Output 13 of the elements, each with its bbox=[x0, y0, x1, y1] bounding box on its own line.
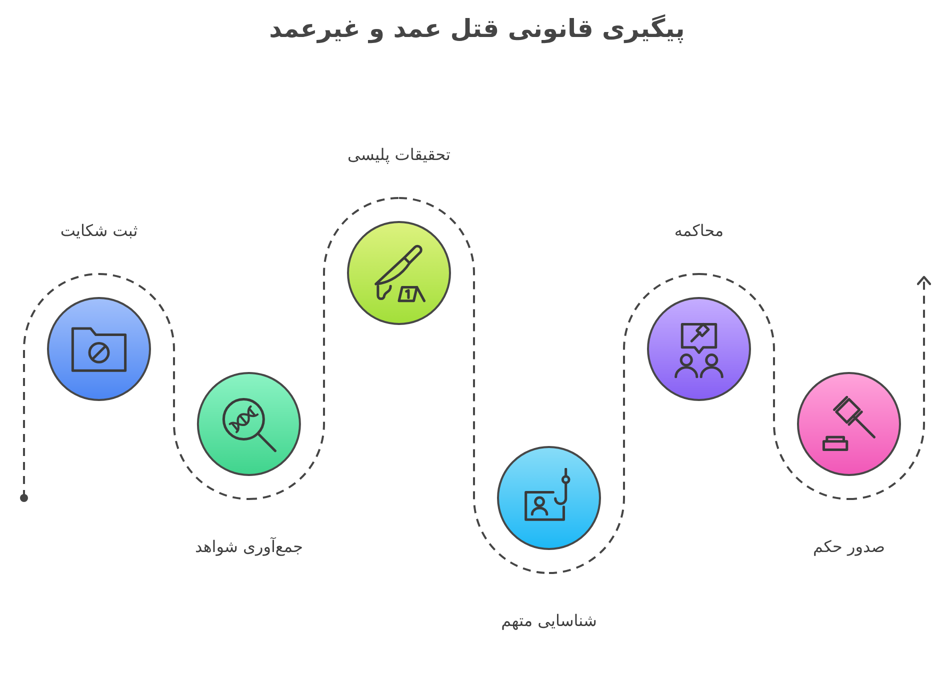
dashed-connector bbox=[698, 273, 850, 500]
step-label: تحقیقات پلیسی bbox=[347, 145, 450, 165]
dashed-connector bbox=[98, 273, 250, 500]
diagram-title: پیگیری قانونی قتل عمد و غیرعمد bbox=[269, 13, 685, 46]
dashed-connector bbox=[548, 273, 700, 574]
step-label: شناسایی متهم bbox=[501, 611, 597, 631]
step-label: صدور حکم bbox=[813, 537, 885, 557]
step-label: جمع‌آوری شواهد bbox=[194, 537, 304, 557]
step-label: محاکمه bbox=[674, 221, 724, 241]
dashed-connector bbox=[848, 276, 932, 500]
dashed-connector bbox=[248, 197, 400, 500]
step-label: ثبت شکایت bbox=[60, 221, 138, 241]
dashed-connector bbox=[20, 273, 100, 502]
